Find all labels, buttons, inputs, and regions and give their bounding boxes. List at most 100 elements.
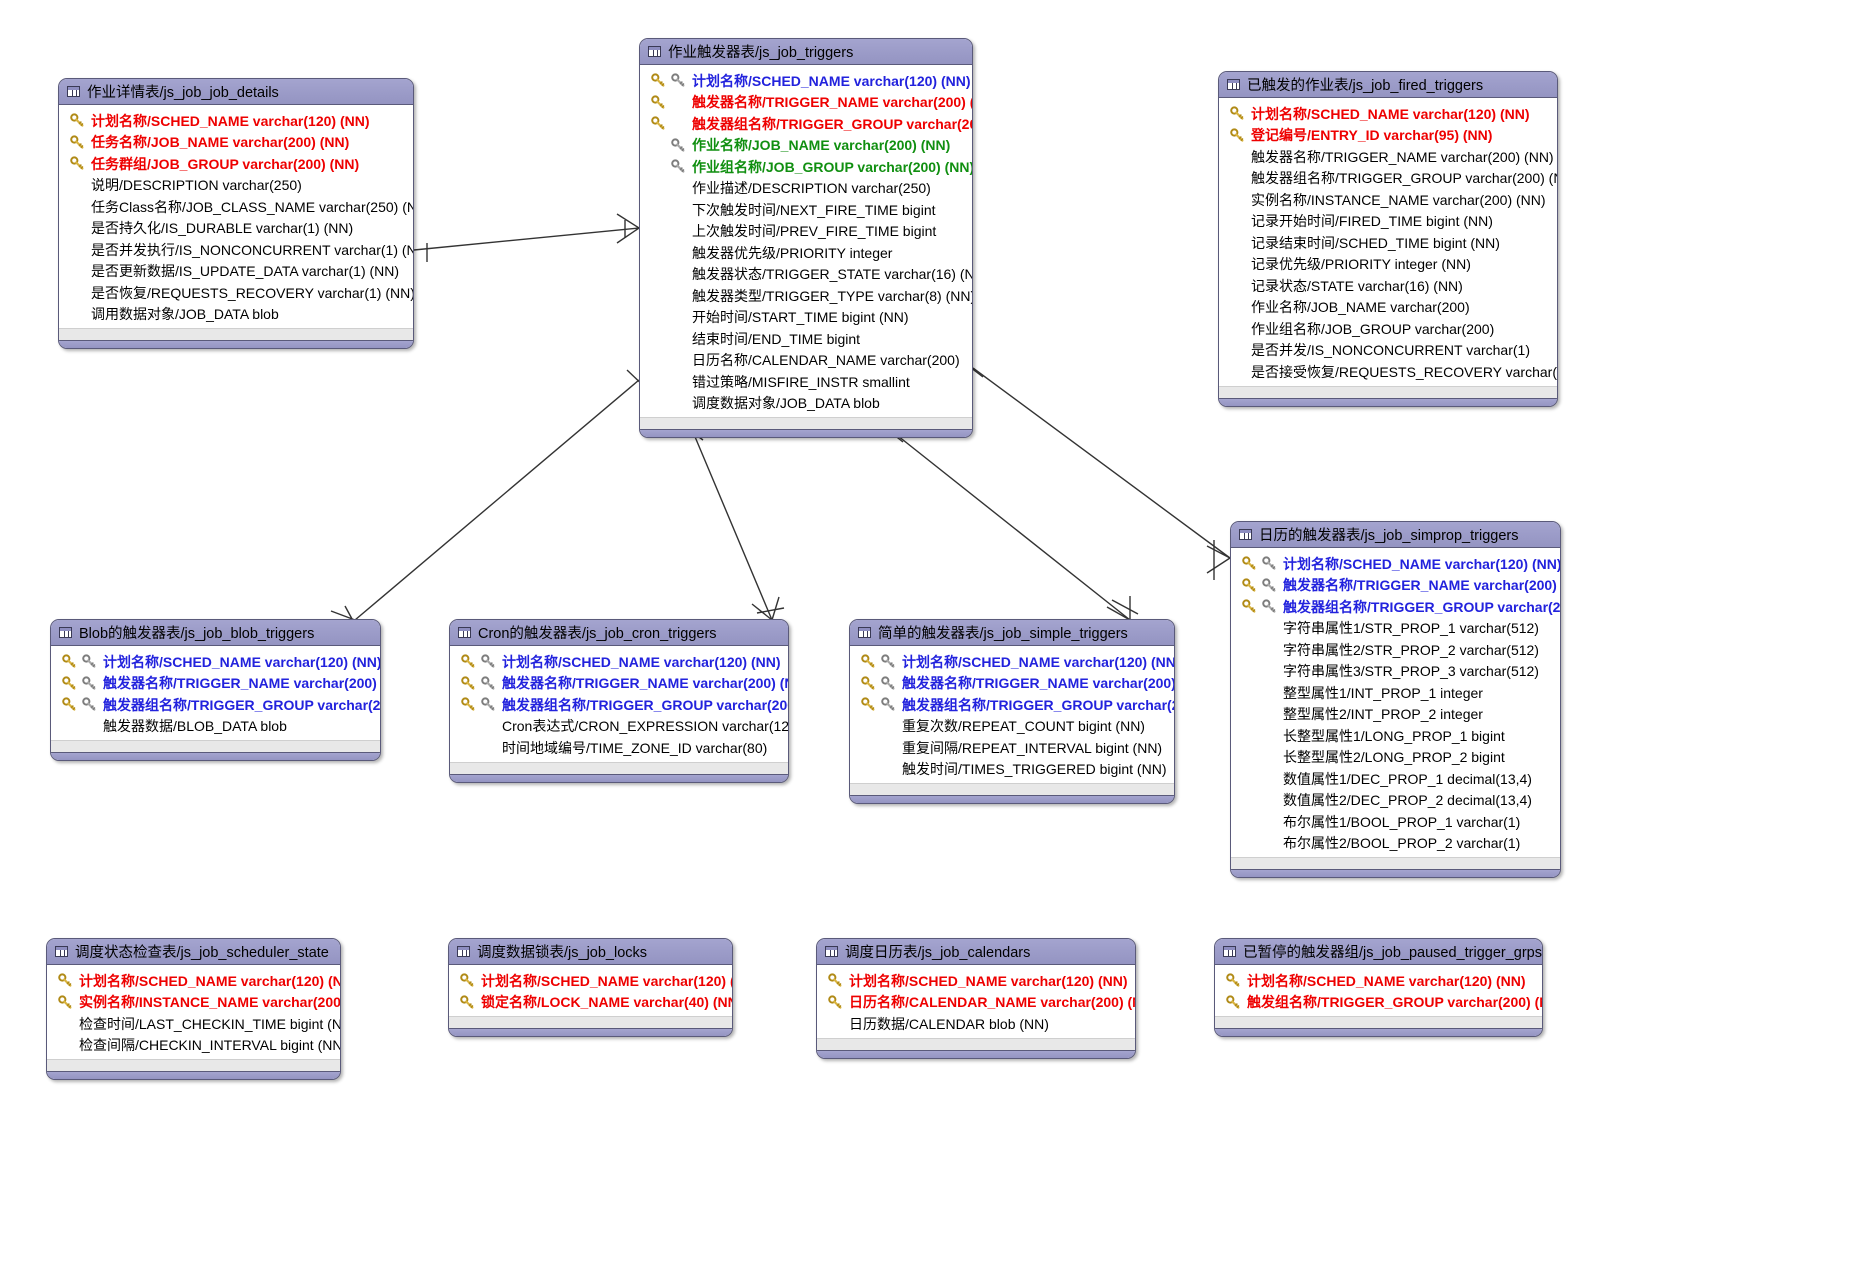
attribute-row[interactable]: 检查时间/LAST_CHECKIN_TIME bigint (NN) xyxy=(47,1013,340,1035)
attribute-row[interactable]: 作业名称/JOB_NAME varchar(200) xyxy=(1219,297,1557,319)
attribute-row[interactable]: 触发器名称/TRIGGER_NAME varchar(200) (NN) xyxy=(1219,146,1557,168)
attribute-row[interactable]: 是否接受恢复/REQUESTS_RECOVERY varchar(1) xyxy=(1219,361,1557,383)
attribute-row[interactable]: 整型属性2/INT_PROP_2 integer xyxy=(1231,704,1560,726)
entity-header-job_locks[interactable]: 调度数据锁表/js_job_locks xyxy=(449,939,732,965)
attribute-row[interactable]: 触发组名称/TRIGGER_GROUP varchar(200) (NN) xyxy=(1215,992,1542,1014)
entity-header-job_triggers[interactable]: 作业触发器表/js_job_triggers xyxy=(640,39,972,65)
attribute-row[interactable]: 记录结束时间/SCHED_TIME bigint (NN) xyxy=(1219,232,1557,254)
attribute-row[interactable]: 下次触发时间/NEXT_FIRE_TIME bigint xyxy=(640,199,972,221)
attribute-row[interactable]: 作业组名称/JOB_GROUP varchar(200) (NN) xyxy=(640,156,972,178)
attribute-row[interactable]: 任务Class名称/JOB_CLASS_NAME varchar(250) (N… xyxy=(59,196,413,218)
attribute-row[interactable]: 作业组名称/JOB_GROUP varchar(200) xyxy=(1219,318,1557,340)
attribute-row[interactable]: 是否并发执行/IS_NONCONCURRENT varchar(1) (NN) xyxy=(59,239,413,261)
attribute-row[interactable]: 重复次数/REPEAT_COUNT bigint (NN) xyxy=(850,716,1174,738)
attribute-row[interactable]: 触发器数据/BLOB_DATA blob xyxy=(51,716,380,738)
entity-header-job_simprop_triggers[interactable]: 日历的触发器表/js_job_simprop_triggers xyxy=(1231,522,1560,548)
attribute-row[interactable]: 结束时间/END_TIME bigint xyxy=(640,328,972,350)
entity-header-job_cron_triggers[interactable]: Cron的触发器表/js_job_cron_triggers xyxy=(450,620,788,646)
attribute-row[interactable]: 触发器组名称/TRIGGER_GROUP varchar(200) (NN) xyxy=(450,694,788,716)
attribute-row[interactable]: 计划名称/SCHED_NAME varchar(120) (NN) xyxy=(47,970,340,992)
entity-job_scheduler_state[interactable]: 调度状态检查表/js_job_scheduler_state 计划名称/SCHED… xyxy=(46,938,341,1080)
entity-header-job_paused_trigger_grps[interactable]: 已暂停的触发器组/js_job_paused_trigger_grps xyxy=(1215,939,1542,965)
attribute-row[interactable]: 触发器名称/TRIGGER_NAME varchar(200) (NN) xyxy=(51,673,380,695)
attribute-row[interactable]: 是否恢复/REQUESTS_RECOVERY varchar(1) (NN) xyxy=(59,282,413,304)
entity-job_fired_triggers[interactable]: 已触发的作业表/js_job_fired_triggers 计划名称/SCHED_… xyxy=(1218,71,1558,407)
attribute-row[interactable]: 作业描述/DESCRIPTION varchar(250) xyxy=(640,178,972,200)
entity-header-job_simple_triggers[interactable]: 简单的触发器表/js_job_simple_triggers xyxy=(850,620,1174,646)
attribute-row[interactable]: 触发器名称/TRIGGER_NAME varchar(200) (NN) xyxy=(1231,575,1560,597)
attribute-row[interactable]: 数值属性2/DEC_PROP_2 decimal(13,4) xyxy=(1231,790,1560,812)
entity-job_simprop_triggers[interactable]: 日历的触发器表/js_job_simprop_triggers 计划名称/SCHE… xyxy=(1230,521,1561,878)
entity-header-job_blob_triggers[interactable]: Blob的触发器表/js_job_blob_triggers xyxy=(51,620,380,646)
attribute-row[interactable]: 字符串属性1/STR_PROP_1 varchar(512) xyxy=(1231,618,1560,640)
entity-job_job_details[interactable]: 作业详情表/js_job_job_details 计划名称/SCHED_NAME … xyxy=(58,78,414,349)
attribute-row[interactable]: Cron表达式/CRON_EXPRESSION varchar(120) (NN… xyxy=(450,716,788,738)
attribute-row[interactable]: 整型属性1/INT_PROP_1 integer xyxy=(1231,682,1560,704)
attribute-row[interactable]: 是否持久化/IS_DURABLE varchar(1) (NN) xyxy=(59,218,413,240)
entity-job_paused_trigger_grps[interactable]: 已暂停的触发器组/js_job_paused_trigger_grps 计划名称/… xyxy=(1214,938,1543,1037)
entity-job_cron_triggers[interactable]: Cron的触发器表/js_job_cron_triggers 计划名称/SCHED… xyxy=(449,619,789,783)
entity-header-job_job_details[interactable]: 作业详情表/js_job_job_details xyxy=(59,79,413,105)
attribute-row[interactable]: 实例名称/INSTANCE_NAME varchar(200) (NN) xyxy=(47,992,340,1014)
attribute-row[interactable]: 触发器组名称/TRIGGER_GROUP varchar(200) (NN) xyxy=(1231,596,1560,618)
attribute-row[interactable]: 检查间隔/CHECKIN_INTERVAL bigint (NN) xyxy=(47,1035,340,1057)
attribute-row[interactable]: 任务名称/JOB_NAME varchar(200) (NN) xyxy=(59,132,413,154)
attribute-row[interactable]: 触发器名称/TRIGGER_NAME varchar(200) (NN) xyxy=(850,673,1174,695)
attribute-row[interactable]: 记录开始时间/FIRED_TIME bigint (NN) xyxy=(1219,211,1557,233)
attribute-row[interactable]: 计划名称/SCHED_NAME varchar(120) (NN) xyxy=(1231,553,1560,575)
attribute-row[interactable]: 任务群组/JOB_GROUP varchar(200) (NN) xyxy=(59,153,413,175)
attribute-row[interactable]: 日历数据/CALENDAR blob (NN) xyxy=(817,1013,1135,1035)
attribute-row[interactable]: 触发器组名称/TRIGGER_GROUP varchar(200) (NN) xyxy=(51,694,380,716)
attribute-row[interactable]: 登记编号/ENTRY_ID varchar(95) (NN) xyxy=(1219,125,1557,147)
attribute-row[interactable]: 调度数据对象/JOB_DATA blob xyxy=(640,393,972,415)
attribute-row[interactable]: 触发时间/TIMES_TRIGGERED bigint (NN) xyxy=(850,759,1174,781)
attribute-row[interactable]: 是否并发/IS_NONCONCURRENT varchar(1) xyxy=(1219,340,1557,362)
attribute-row[interactable]: 计划名称/SCHED_NAME varchar(120) (NN) xyxy=(1219,103,1557,125)
attribute-row[interactable]: 计划名称/SCHED_NAME varchar(120) (NN) xyxy=(450,651,788,673)
entity-job_triggers[interactable]: 作业触发器表/js_job_triggers 计划名称/SCHED_NAME va… xyxy=(639,38,973,438)
attribute-row[interactable]: 数值属性1/DEC_PROP_1 decimal(13,4) xyxy=(1231,768,1560,790)
attribute-row[interactable]: 触发器优先级/PRIORITY integer xyxy=(640,242,972,264)
attribute-row[interactable]: 作业名称/JOB_NAME varchar(200) (NN) xyxy=(640,135,972,157)
attribute-row[interactable]: 触发器名称/TRIGGER_NAME varchar(200) (NN) xyxy=(640,92,972,114)
attribute-row[interactable]: 是否更新数据/IS_UPDATE_DATA varchar(1) (NN) xyxy=(59,261,413,283)
attribute-row[interactable]: 日历名称/CALENDAR_NAME varchar(200) (NN) xyxy=(817,992,1135,1014)
attribute-row[interactable]: 触发器类型/TRIGGER_TYPE varchar(8) (NN) xyxy=(640,285,972,307)
attribute-row[interactable]: 计划名称/SCHED_NAME varchar(120) (NN) xyxy=(817,970,1135,992)
attribute-row[interactable]: 记录状态/STATE varchar(16) (NN) xyxy=(1219,275,1557,297)
attribute-row[interactable]: 计划名称/SCHED_NAME varchar(120) (NN) xyxy=(850,651,1174,673)
attribute-row[interactable]: 布尔属性1/BOOL_PROP_1 varchar(1) xyxy=(1231,811,1560,833)
entity-job_simple_triggers[interactable]: 简单的触发器表/js_job_simple_triggers 计划名称/SCHED… xyxy=(849,619,1175,804)
attribute-row[interactable]: 日历名称/CALENDAR_NAME varchar(200) xyxy=(640,350,972,372)
attribute-row[interactable]: 触发器状态/TRIGGER_STATE varchar(16) (NN) xyxy=(640,264,972,286)
entity-job_locks[interactable]: 调度数据锁表/js_job_locks 计划名称/SCHED_NAME varch… xyxy=(448,938,733,1037)
attribute-row[interactable]: 实例名称/INSTANCE_NAME varchar(200) (NN) xyxy=(1219,189,1557,211)
attribute-row[interactable]: 调用数据对象/JOB_DATA blob xyxy=(59,304,413,326)
attribute-row[interactable]: 计划名称/SCHED_NAME varchar(120) (NN) xyxy=(449,970,732,992)
attribute-row[interactable]: 触发器组名称/TRIGGER_GROUP varchar(200) (NN) xyxy=(850,694,1174,716)
attribute-row[interactable]: 计划名称/SCHED_NAME varchar(120) (NN) xyxy=(1215,970,1542,992)
attribute-row[interactable]: 记录优先级/PRIORITY integer (NN) xyxy=(1219,254,1557,276)
entity-job_calendars[interactable]: 调度日历表/js_job_calendars 计划名称/SCHED_NAME va… xyxy=(816,938,1136,1059)
attribute-row[interactable]: 字符串属性2/STR_PROP_2 varchar(512) xyxy=(1231,639,1560,661)
attribute-row[interactable]: 开始时间/START_TIME bigint (NN) xyxy=(640,307,972,329)
attribute-row[interactable]: 上次触发时间/PREV_FIRE_TIME bigint xyxy=(640,221,972,243)
attribute-row[interactable]: 触发器名称/TRIGGER_NAME varchar(200) (NN) xyxy=(450,673,788,695)
attribute-row[interactable]: 说明/DESCRIPTION varchar(250) xyxy=(59,175,413,197)
attribute-row[interactable]: 计划名称/SCHED_NAME varchar(120) (NN) xyxy=(640,70,972,92)
entity-header-job_fired_triggers[interactable]: 已触发的作业表/js_job_fired_triggers xyxy=(1219,72,1557,98)
attribute-row[interactable]: 计划名称/SCHED_NAME varchar(120) (NN) xyxy=(51,651,380,673)
attribute-row[interactable]: 重复间隔/REPEAT_INTERVAL bigint (NN) xyxy=(850,737,1174,759)
entity-job_blob_triggers[interactable]: Blob的触发器表/js_job_blob_triggers 计划名称/SCHED… xyxy=(50,619,381,761)
attribute-row[interactable]: 锁定名称/LOCK_NAME varchar(40) (NN) xyxy=(449,992,732,1014)
attribute-row[interactable]: 布尔属性2/BOOL_PROP_2 varchar(1) xyxy=(1231,833,1560,855)
attribute-row[interactable]: 计划名称/SCHED_NAME varchar(120) (NN) xyxy=(59,110,413,132)
attribute-row[interactable]: 字符串属性3/STR_PROP_3 varchar(512) xyxy=(1231,661,1560,683)
entity-header-job_scheduler_state[interactable]: 调度状态检查表/js_job_scheduler_state xyxy=(47,939,340,965)
entity-header-job_calendars[interactable]: 调度日历表/js_job_calendars xyxy=(817,939,1135,965)
attribute-row[interactable]: 触发器组名称/TRIGGER_GROUP varchar(200) (NN) xyxy=(1219,168,1557,190)
attribute-row[interactable]: 长整型属性2/LONG_PROP_2 bigint xyxy=(1231,747,1560,769)
attribute-row[interactable]: 时间地域编号/TIME_ZONE_ID varchar(80) xyxy=(450,737,788,759)
attribute-row[interactable]: 触发器组名称/TRIGGER_GROUP varchar(200) (NN) xyxy=(640,113,972,135)
attribute-row[interactable]: 长整型属性1/LONG_PROP_1 bigint xyxy=(1231,725,1560,747)
